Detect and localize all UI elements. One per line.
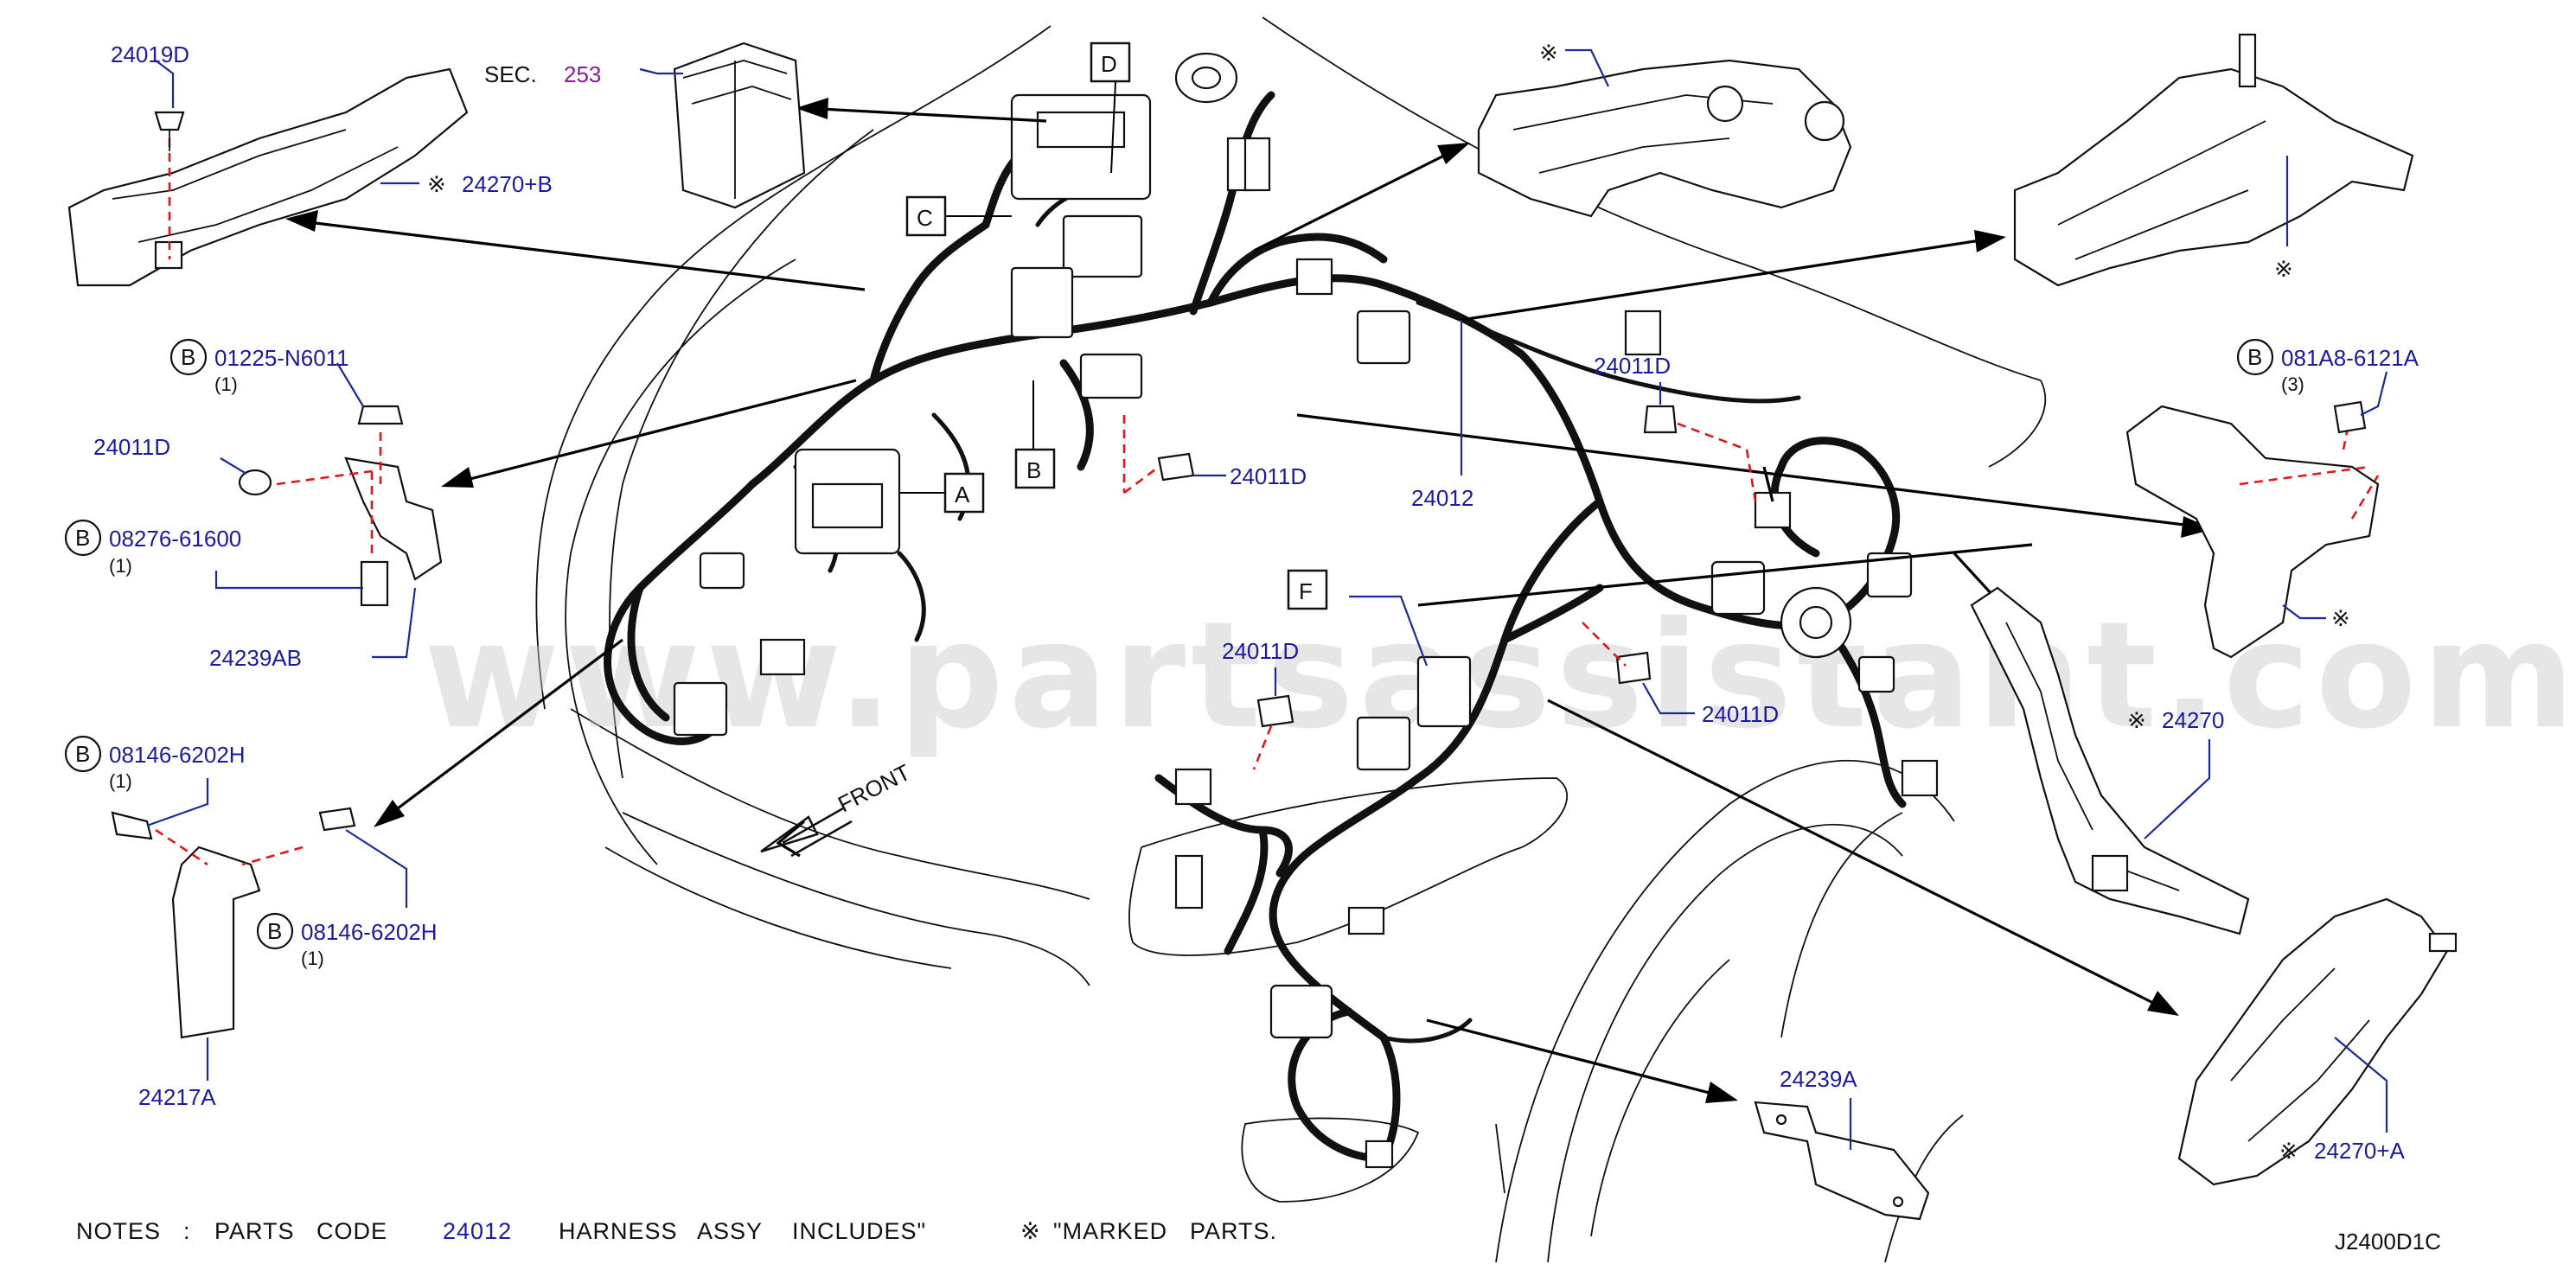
main-wire-harness [604,91,1907,1163]
svg-text:INCLUDES": INCLUDES" [792,1218,926,1244]
svg-text:PARTS: PARTS [214,1218,295,1244]
notes-footer: NOTES : PARTS CODE 24012 HARNESS ASSY IN… [76,1218,1277,1244]
part-label-24239A[interactable]: 24239A [1780,1066,1857,1092]
callout-boxes: A B C D F [899,41,1429,667]
duct-24270: ※ 24270 [1970,586,2250,935]
svg-text:D: D [1101,51,1117,77]
svg-text:ASSY: ASSY [697,1218,763,1244]
svg-text:※: ※ [2274,256,2293,282]
bracket-24239AB: B 01225-N6011 (1) 24011D B 08276-61600 (… [64,338,443,671]
svg-text:※: ※ [427,171,446,197]
svg-text:※: ※ [1020,1218,1041,1244]
front-label: FRONT [834,759,915,817]
part-label-24270B[interactable]: 24270+B [462,171,553,197]
part-label-24019D[interactable]: 24019D [111,41,189,67]
svg-text:B: B [75,525,90,551]
bracket-081A8: B 081A8-6121A (3) ※ [2125,338,2419,659]
part-label-24011D-center[interactable]: 24011D [1230,463,1307,489]
bracket-24239A: 24239A [1754,1066,1930,1221]
sec-253-module: SEC. 253 [484,41,806,209]
svg-text:C: C [917,205,933,231]
bracket-24217A: B 08146-6202H (1) B 08146-6202H (1) 2421… [64,735,438,1110]
svg-text::: : [183,1218,191,1244]
svg-text:※: ※ [1539,40,1558,66]
svg-text:※: ※ [2127,707,2146,733]
callout-C: C [905,195,1012,237]
svg-text:※: ※ [2279,1138,2298,1164]
part-label-24012[interactable]: 24012 [1411,485,1473,511]
center-fasteners: 24011D 24012 24011D 24011D 24011D [1122,320,1779,770]
svg-text:(3): (3) [2281,373,2304,395]
part-label-08276-61600[interactable]: 08276-61600 [109,526,241,552]
svg-text:F: F [1299,578,1313,604]
svg-text:B: B [267,918,282,944]
bracket-24270B: 24019D ※ 24270+B [67,41,553,287]
svg-text:(1): (1) [109,555,132,577]
section-prefix: SEC. [484,61,537,87]
svg-text:A: A [955,482,970,507]
svg-text:※: ※ [2331,605,2350,631]
callout-A: A [899,472,985,514]
part-label-24217A[interactable]: 24217A [138,1084,216,1110]
svg-text:HARNESS: HARNESS [559,1218,678,1244]
svg-text:PARTS.: PARTS. [1190,1218,1277,1244]
svg-text:B: B [1026,457,1041,483]
part-label-24239AB[interactable]: 24239AB [209,645,302,671]
svg-text:(1): (1) [214,373,238,395]
svg-text:"MARKED: "MARKED [1053,1218,1167,1244]
svg-text:CODE: CODE [316,1218,387,1244]
svg-text:(1): (1) [301,948,324,969]
part-label-08146-6202H-b[interactable]: 08146-6202H [301,919,438,945]
notes-harness-code[interactable]: 24012 [443,1218,512,1244]
vehicle-body-outline [535,16,2047,1263]
duct-24270A: ※ 24270+A [2177,897,2458,1186]
svg-text:NOTES: NOTES [76,1218,161,1244]
part-label-24270[interactable]: 24270 [2162,707,2224,733]
top-right-parts: ※ ※ [1477,33,2414,287]
svg-text:B: B [181,344,195,370]
diagram-code: J2400D1C [2335,1229,2441,1254]
direction-arrows [285,98,2214,1103]
callout-B: B [1014,380,1056,489]
part-label-24011D-lower[interactable]: 24011D [1702,701,1779,727]
part-label-081A8-6121A[interactable]: 081A8-6121A [2281,345,2419,371]
callout-F: F [1287,569,1429,667]
part-label-08146-6202H-a[interactable]: 08146-6202H [109,742,246,768]
svg-text:B: B [2247,344,2262,370]
part-label-24011D-left[interactable]: 24011D [93,434,170,460]
part-label-01225-N6011[interactable]: 01225-N6011 [214,345,349,371]
part-label-24011D-mid[interactable]: 24011D [1222,638,1299,664]
callout-D: D [1090,41,1131,174]
part-label-24270A[interactable]: 24270+A [2314,1138,2405,1164]
front-direction-indicator: FRONT [760,759,915,858]
svg-text:(1): (1) [109,770,132,792]
section-number[interactable]: 253 [564,61,601,87]
svg-text:B: B [75,741,90,767]
part-label-24011D-upper-right[interactable]: 24011D [1594,353,1671,379]
harness-connectors [673,52,1939,1169]
